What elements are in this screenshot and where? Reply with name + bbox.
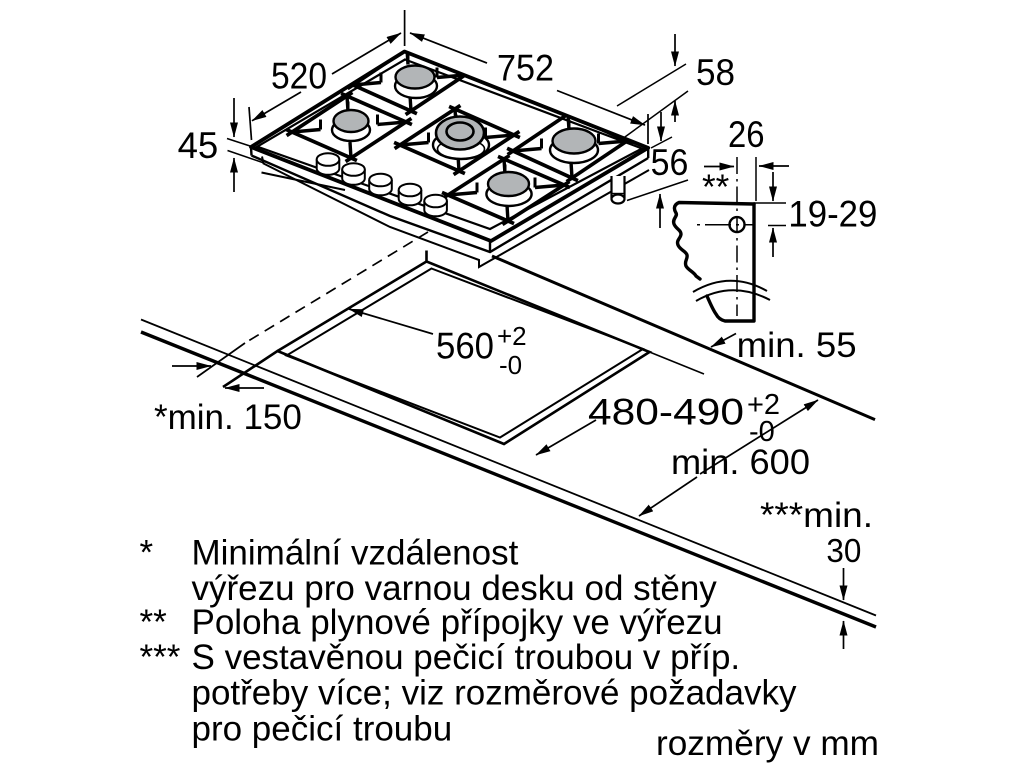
svg-text:Minimální vzdálenost: Minimální vzdálenost bbox=[192, 533, 519, 572]
svg-text:potřeby více; viz rozměrové po: potřeby více; viz rozměrové požadavky bbox=[192, 674, 797, 713]
svg-text:+2: +2 bbox=[747, 389, 780, 421]
svg-text:min. 600: min. 600 bbox=[671, 443, 810, 482]
svg-text:45: 45 bbox=[178, 125, 219, 166]
svg-text:Poloha plynové přípojky ve výř: Poloha plynové přípojky ve výřezu bbox=[192, 603, 723, 642]
svg-text:19-29: 19-29 bbox=[788, 194, 877, 235]
svg-text:***min.: ***min. bbox=[760, 496, 873, 535]
svg-text:520: 520 bbox=[271, 55, 327, 96]
svg-text:*min. 150: *min. 150 bbox=[154, 398, 302, 437]
svg-text:56: 56 bbox=[651, 142, 689, 183]
svg-text:30: 30 bbox=[826, 532, 861, 569]
svg-text:752: 752 bbox=[497, 48, 554, 89]
svg-text:-0: -0 bbox=[749, 416, 775, 448]
svg-text:**: ** bbox=[702, 168, 730, 207]
svg-text:480-490: 480-490 bbox=[588, 392, 744, 433]
svg-text:58: 58 bbox=[696, 52, 735, 93]
svg-text:-0: -0 bbox=[499, 350, 522, 380]
svg-text:min. 55: min. 55 bbox=[737, 326, 857, 365]
svg-text:560: 560 bbox=[436, 326, 494, 367]
svg-text:pro pečicí troubu: pro pečicí troubu bbox=[192, 709, 453, 748]
svg-text:***: *** bbox=[140, 638, 181, 677]
svg-text:výřezu pro varnou desku od stě: výřezu pro varnou desku od stěny bbox=[192, 569, 718, 608]
svg-text:+2: +2 bbox=[497, 321, 527, 351]
svg-text:*: * bbox=[140, 533, 154, 572]
svg-text:rozměry v mm: rozměry v mm bbox=[656, 724, 879, 763]
svg-text:**: ** bbox=[140, 603, 168, 642]
svg-text:S vestavěnou pečicí troubou v: S vestavěnou pečicí troubou v příp. bbox=[192, 638, 741, 677]
svg-text:26: 26 bbox=[728, 114, 765, 155]
